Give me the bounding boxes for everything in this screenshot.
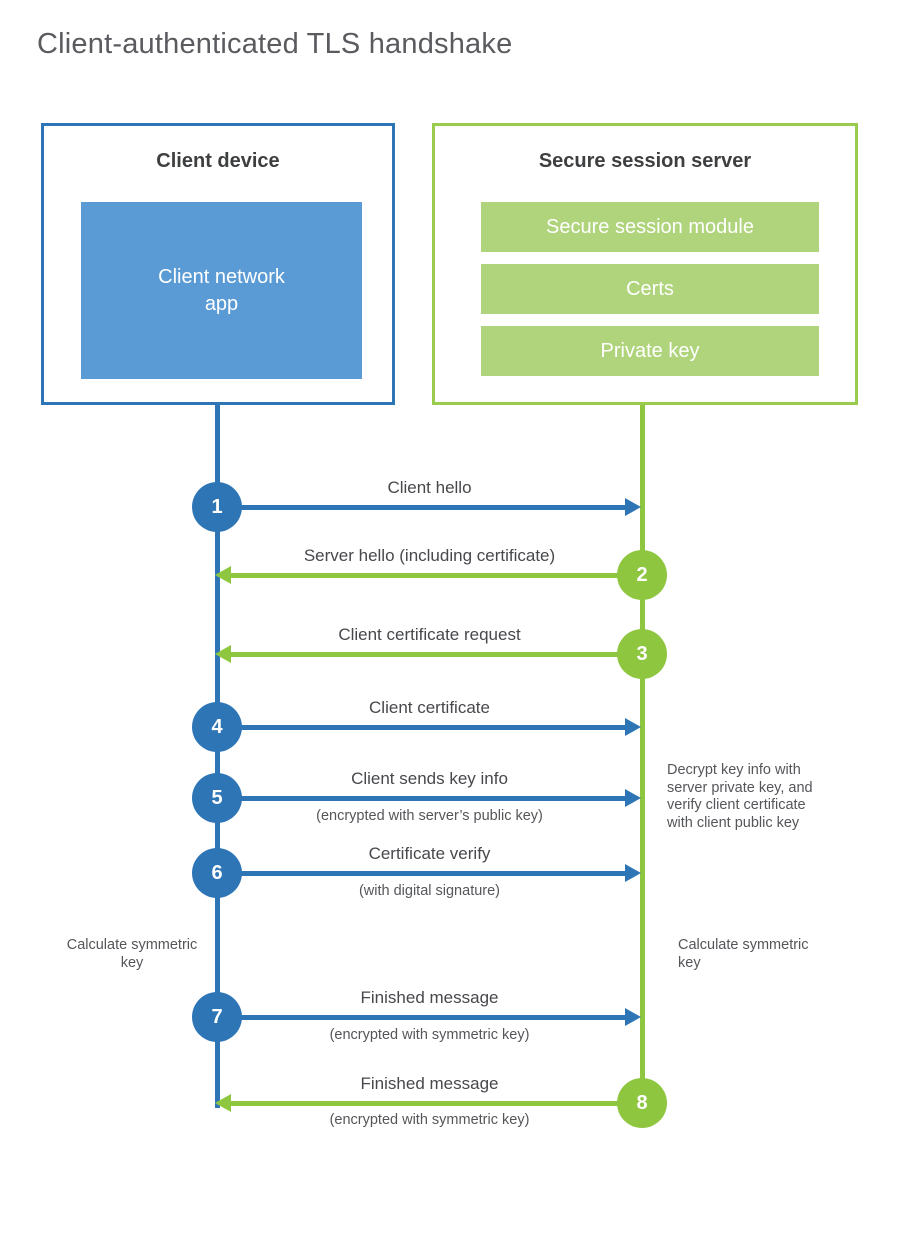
client-app-label-line2: app	[204, 292, 239, 315]
arrow-head-right-icon	[625, 718, 641, 736]
message-sublabel: (with digital signature)	[358, 883, 501, 899]
arrow-head-left-icon	[215, 566, 231, 584]
arrow-head-right-icon	[625, 789, 641, 807]
client-device-title: Client device	[156, 150, 280, 172]
message-label: Client certificate	[369, 698, 490, 717]
message-label: Server hello (including certificate)	[303, 546, 556, 565]
step-badge-4: 4	[192, 702, 242, 752]
arrow-line	[217, 1015, 627, 1020]
step-badge-5: 5	[192, 773, 242, 823]
arrow-head-right-icon	[625, 1008, 641, 1026]
message-label: Finished message	[360, 988, 499, 1007]
step-badge-6: 6	[192, 848, 242, 898]
arrow-head-left-icon	[215, 645, 231, 663]
message-label: Certificate verify	[368, 844, 491, 863]
message-sublabel: (encrypted with symmetric key)	[329, 1027, 530, 1043]
arrow-line	[217, 725, 627, 730]
arrow-line	[231, 573, 642, 578]
client-device-box: Client device Client network app	[41, 123, 395, 405]
arrow-head-left-icon	[215, 1094, 231, 1112]
step-badge-8: 8	[617, 1078, 667, 1128]
server-module-certs: Certs	[481, 264, 819, 314]
page-title: Client-authenticated TLS handshake	[37, 28, 513, 60]
step-badge-7: 7	[192, 992, 242, 1042]
secure-session-server-box: Secure session server Secure session mod…	[432, 123, 858, 405]
message-label: Client hello	[387, 478, 472, 497]
calculate-symmetric-key-note-server: Calculate symmetric key	[678, 937, 809, 971]
arrow-line	[231, 652, 642, 657]
client-app-label-line1: Client network	[158, 265, 285, 288]
message-sublabel: (encrypted with server’s public key)	[316, 808, 543, 824]
step-badge-1: 1	[192, 482, 242, 532]
arrow-line	[217, 796, 627, 801]
arrow-head-right-icon	[625, 864, 641, 882]
message-label: Finished message	[360, 1074, 499, 1093]
step-badge-3: 3	[617, 629, 667, 679]
arrow-line	[217, 871, 627, 876]
server-lifeline	[640, 403, 645, 1104]
client-network-app-box: Client network app	[81, 202, 362, 379]
message-label: Client certificate request	[338, 625, 521, 644]
calculate-symmetric-key-note-client: Calculate symmetric key	[66, 937, 198, 971]
decrypt-key-info-note: Decrypt key info with server private key…	[667, 762, 813, 831]
arrow-line	[217, 505, 627, 510]
message-label: Client sends key info	[351, 769, 508, 788]
server-module-secure-session: Secure session module	[481, 202, 819, 252]
arrow-head-right-icon	[625, 498, 641, 516]
server-module-private-key: Private key	[481, 326, 819, 376]
message-sublabel: (encrypted with symmetric key)	[329, 1112, 530, 1128]
client-lifeline	[215, 403, 220, 1108]
arrow-line	[231, 1101, 642, 1106]
step-badge-2: 2	[617, 550, 667, 600]
server-title: Secure session server	[538, 150, 752, 172]
